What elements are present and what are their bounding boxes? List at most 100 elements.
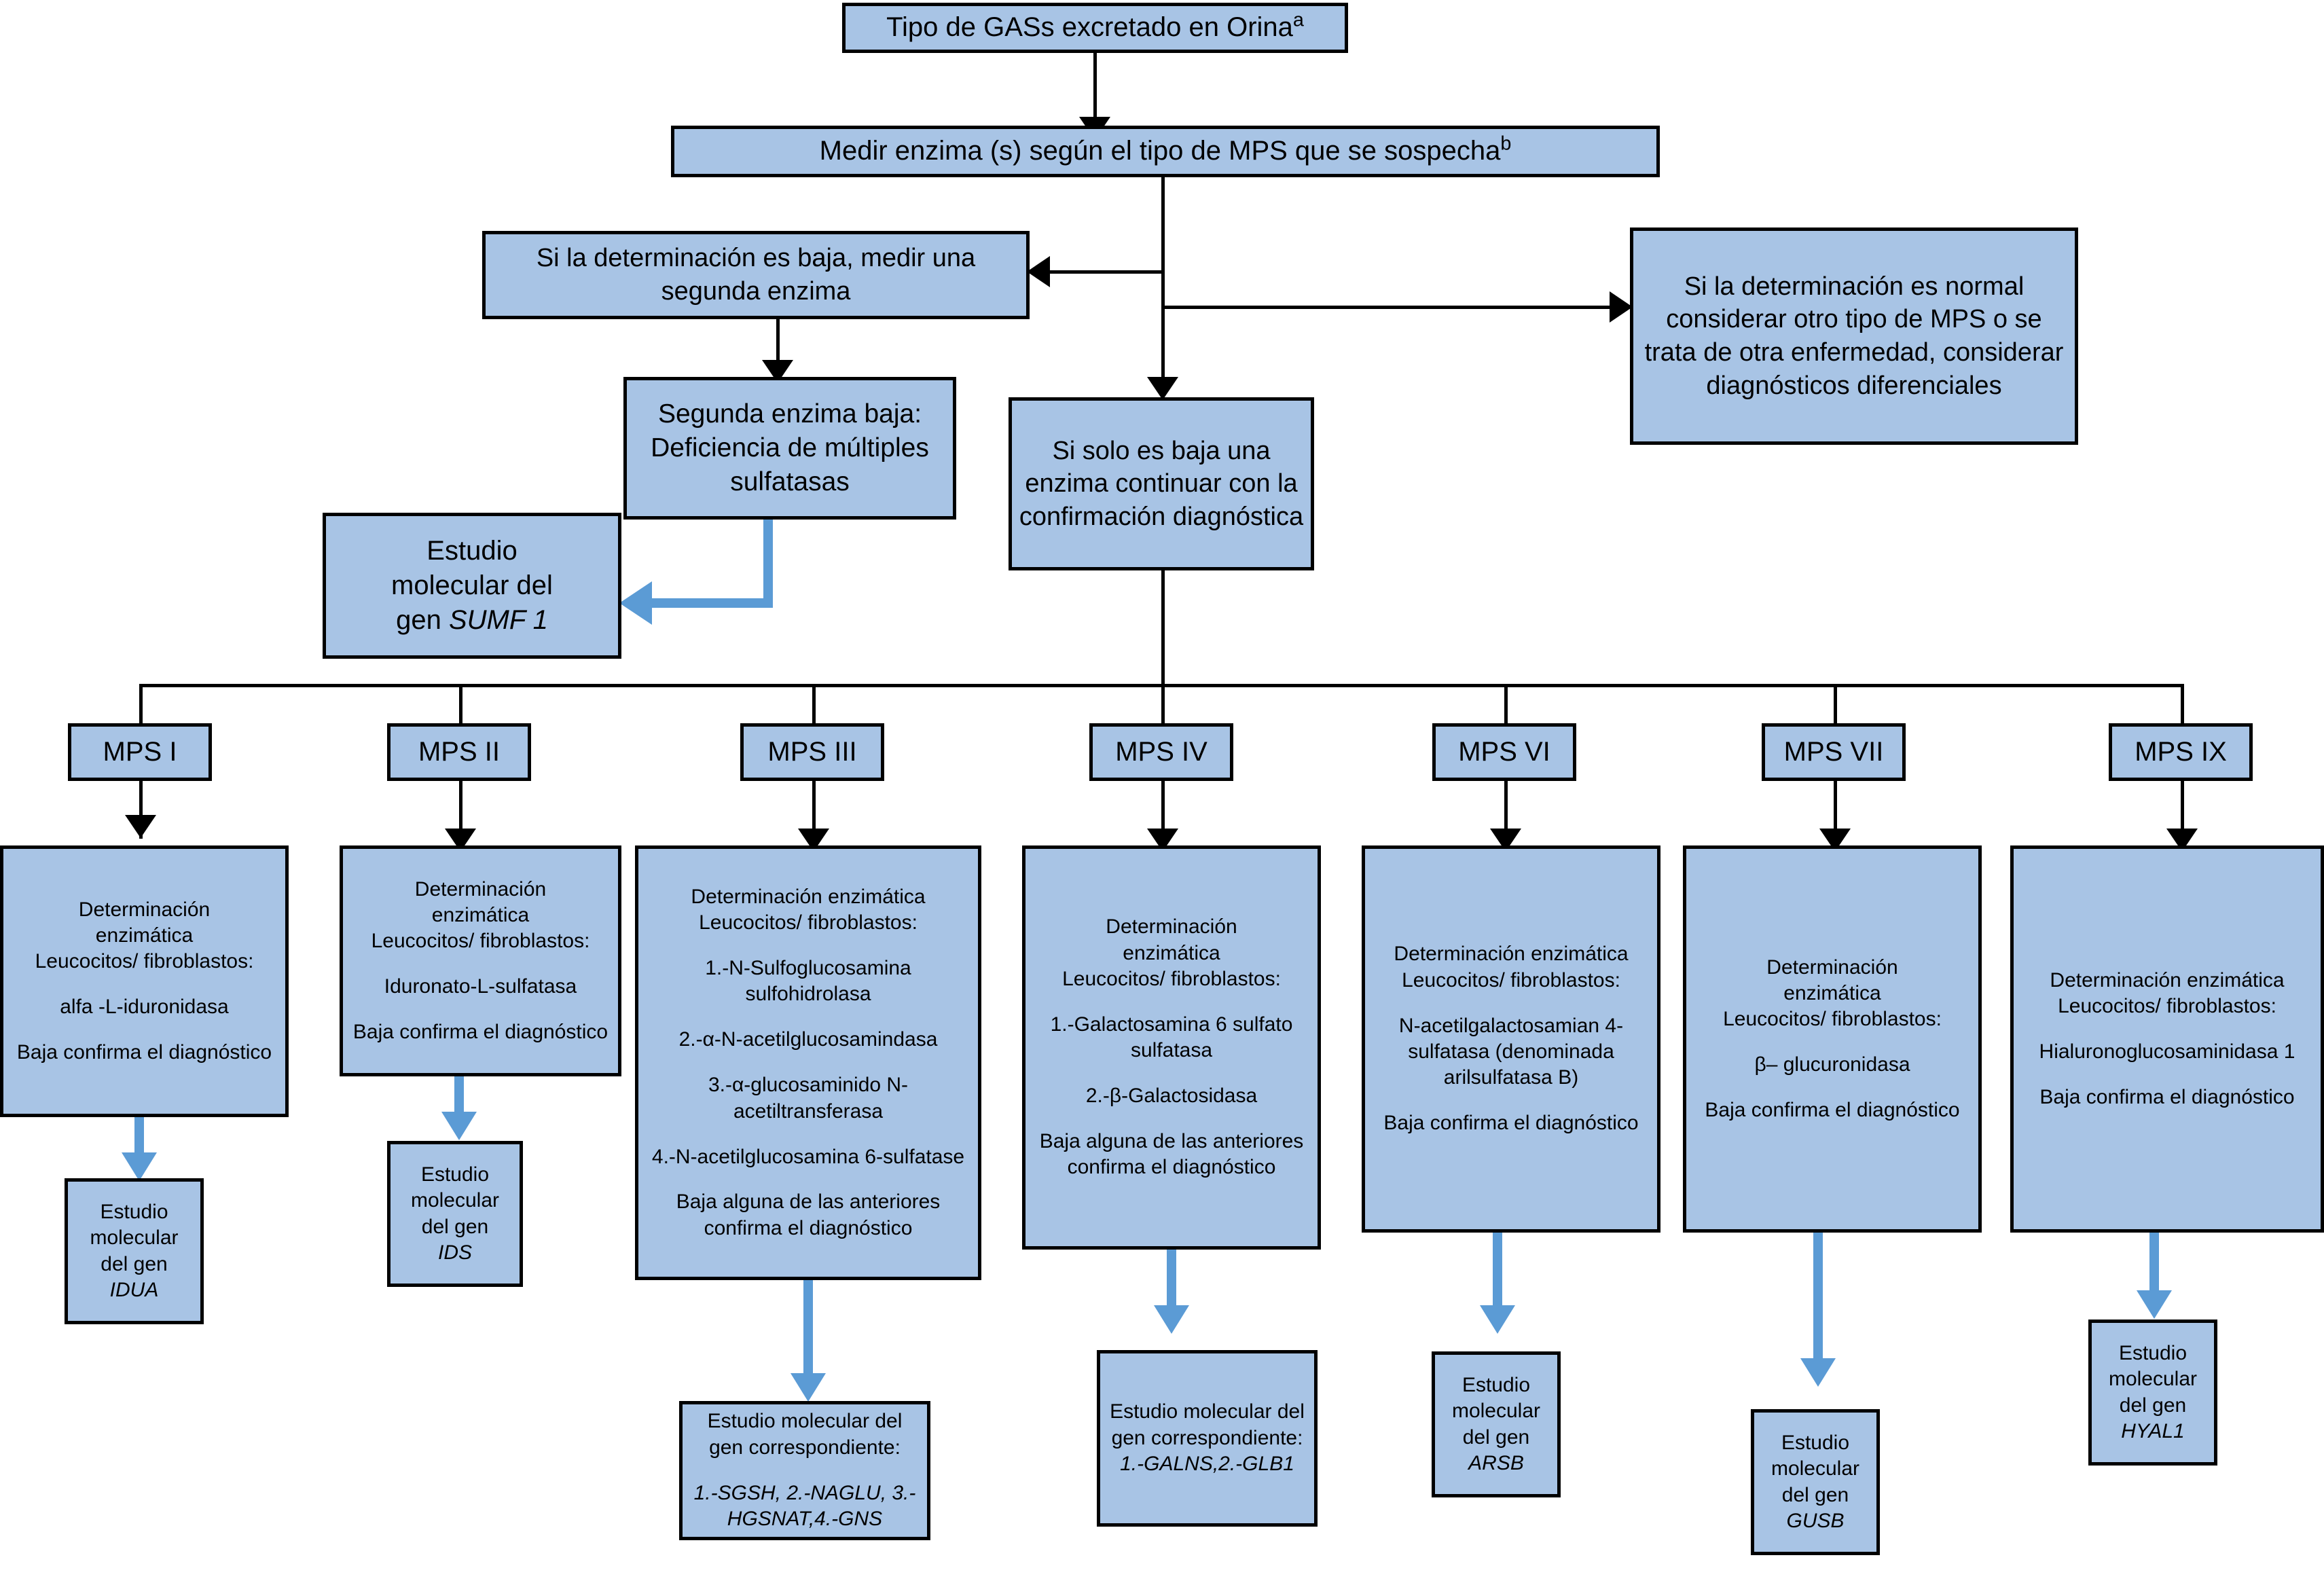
- node-mps-vii-enz-confirm: Baja confirma el diagnóstico: [1705, 1099, 1960, 1122]
- node-mps-iv-label: MPS IV: [1115, 736, 1208, 767]
- node-mps-i-gen: Estudio molecular del gen IDUA: [65, 1178, 204, 1324]
- node-tipo-gas: Tipo de GASs excretado en Orinaa: [842, 3, 1348, 53]
- node-mps-ii-enz-header1: Determinación: [414, 877, 547, 900]
- connector-bus-drop-7: [2181, 684, 2184, 725]
- connector-mpsix-to-gene: [2149, 1233, 2159, 1297]
- node-mps-iii-enzima: Determinación enzimática Leucocitos/ fib…: [635, 845, 981, 1280]
- arrowhead-mpsi-enz: [125, 815, 156, 838]
- arrowhead-to-baja: [1027, 256, 1050, 287]
- footnote-a: a: [1292, 10, 1304, 32]
- node-mps-vi-label: MPS VI: [1458, 736, 1550, 767]
- node-mps-ii-label: MPS II: [418, 736, 501, 767]
- node-mps-ii-enz-header2: enzimática: [431, 903, 530, 926]
- node-mps-ix-gen: Estudio molecular del gen HYAL1: [2088, 1320, 2217, 1466]
- connector-bus-drop-4: [1161, 684, 1165, 725]
- connector-medir-stem: [1161, 177, 1165, 293]
- connector-mpsvi-to-enz: [1504, 781, 1508, 852]
- arrowhead-mpsvi-gene: [1480, 1305, 1515, 1334]
- node-mps-iii-gen: Estudio molecular del gen correspondient…: [679, 1401, 930, 1540]
- connector-mpsiii-to-gene: [803, 1280, 813, 1379]
- node-mps-ix-gen-name: HYAL1: [2121, 1419, 2185, 1442]
- node-mps-ii-enzima: Determinación enzimática Leucocitos/ fib…: [340, 845, 621, 1076]
- node-mps-vii-enz-header1: Determinación: [1766, 956, 1898, 979]
- connector-mpsi-to-gene: [134, 1117, 144, 1158]
- node-mps-i-label: MPS I: [103, 736, 177, 767]
- arrowhead-mpsiii-gene: [791, 1373, 826, 1402]
- node-determinacion-normal: Si la determinación es normal considerar…: [1630, 228, 2078, 445]
- connector-bus-drop-5: [1504, 684, 1508, 725]
- node-medir-enzima: Medir enzima (s) según el tipo de MPS qu…: [671, 126, 1660, 177]
- node-estudio-sumf1: Estudio molecular del gen SUMF 1: [323, 513, 621, 659]
- connector-bus-drop-6: [1834, 684, 1837, 725]
- node-mps-iii-gen-label: Estudio molecular del gen correspondient…: [707, 1410, 903, 1459]
- node-mps-vi-enz-header2: Leucocitos/ fibroblastos:: [1402, 968, 1620, 991]
- node-mps-vi-gen-label: Estudio molecular del gen: [1451, 1373, 1541, 1449]
- node-mps-vi: MPS VI: [1432, 723, 1576, 781]
- connector-sumf-horizontal: [652, 598, 773, 608]
- connector-mpsvi-to-gene: [1493, 1233, 1502, 1311]
- node-mps-iii-enz-confirm: Baja alguna de las anteriores confirma e…: [676, 1190, 941, 1239]
- node-mps-iv-enz-header1: Determinación: [1106, 915, 1237, 939]
- node-mps-iii-enz-4: 4.-N-acetilglucosamina 6-sulfatase: [651, 1145, 965, 1168]
- node-mps-iii-gen-name: 1.-SGSH, 2.-NAGLU, 3.-HGSNAT,4.-GNS: [693, 1481, 916, 1531]
- node-mps-iii-enz-header2: Leucocitos/ fibroblastos:: [699, 911, 918, 934]
- connector-mpsiv-to-enz: [1161, 781, 1165, 852]
- node-mps-vii-enzima: Determinación enzimática Leucocitos/ fib…: [1683, 845, 1982, 1233]
- node-mps-i-enzima: Determinación enzimática Leucocitos/ fib…: [0, 845, 289, 1117]
- connector-mpsix-to-enz: [2181, 781, 2184, 852]
- node-mps-ix-enz-name: Hialuronoglucosaminidasa 1: [2039, 1040, 2295, 1063]
- connector-mpsvii-to-enz: [1834, 781, 1837, 852]
- node-mps-ii-gen-name: IDS: [437, 1241, 472, 1264]
- node-mps-iv-gen: Estudio molecular del gen correspondient…: [1097, 1350, 1318, 1527]
- node-estudio-sumf1-line1: Estudio: [426, 535, 518, 566]
- node-mps-i-enz-header1: Determinación: [78, 898, 211, 921]
- node-mps-iii-label: MPS III: [767, 736, 857, 767]
- node-estudio-sumf1-line3: gen: [396, 605, 449, 636]
- node-mps-i-enz-header3: Leucocitos/ fibroblastos:: [35, 950, 254, 973]
- node-mps-iii-enz-1: 1.-N-Sulfoglucosamina sulfohidrolasa: [705, 957, 911, 1006]
- connector-medir-down: [1161, 270, 1165, 393]
- node-mps-iii-enz-3: 3.-α-glucosaminido N-acetiltransferasa: [708, 1074, 909, 1123]
- node-mps-ii-gen-label: Estudio molecular del gen: [410, 1163, 500, 1238]
- node-mps-ix-enz-header1: Determinación enzimática: [2050, 968, 2285, 991]
- node-mps-i-gen-label: Estudio molecular del gen: [90, 1200, 179, 1275]
- node-mps-iv-enz-header2: enzimática: [1123, 941, 1220, 964]
- node-determinacion-baja: Si la determinación es baja, medir una s…: [482, 231, 1030, 319]
- node-mps-ii-enz-name: Iduronato-L-sulfatasa: [384, 975, 577, 998]
- node-mps-iv-enz-confirm: Baja alguna de las anteriores confirma e…: [1039, 1130, 1304, 1179]
- connector-mpsvii-to-gene: [1813, 1233, 1823, 1365]
- node-segunda-enzima-baja-label: Segunda enzima baja: Deficiencia de múlt…: [651, 399, 929, 496]
- node-mps-vi-enz-header1: Determinación enzimática: [1394, 943, 1629, 966]
- arrowhead-to-solo-baja: [1147, 377, 1178, 400]
- node-mps-ix-enz-confirm: Baja confirma el diagnóstico: [2039, 1085, 2295, 1108]
- node-mps-ix: MPS IX: [2109, 723, 2253, 781]
- node-mps-vi-enz-confirm: Baja confirma el diagnóstico: [1383, 1112, 1639, 1135]
- node-mps-iii-enz-header1: Determinación enzimática: [691, 885, 926, 908]
- node-mps-vii-gen: Estudio molecular del gen GUSB: [1751, 1409, 1880, 1555]
- node-mps-iv-enz-2: 2.-β-Galactosidasa: [1085, 1085, 1258, 1108]
- connector-mpsiii-to-enz: [812, 781, 816, 852]
- node-mps-i-enz-name: alfa -L-iduronidasa: [60, 996, 229, 1019]
- node-mps-vii-gen-name: GUSB: [1786, 1509, 1845, 1532]
- node-estudio-sumf1-gene: SUMF 1: [448, 605, 548, 636]
- node-mps-ix-enz-header2: Leucocitos/ fibroblastos:: [2058, 995, 2276, 1018]
- node-estudio-sumf1-line2: molecular del: [391, 570, 553, 600]
- node-tipo-gas-label: Tipo de GASs excretado en Orina: [886, 12, 1293, 43]
- footnote-b: b: [1500, 133, 1512, 156]
- connector-bus-drop-2: [459, 684, 462, 725]
- arrowhead-mpsiv-gene: [1154, 1305, 1189, 1334]
- node-mps-vii-label: MPS VII: [1783, 736, 1884, 767]
- arrowhead-to-sumf: [619, 581, 652, 625]
- arrowhead-to-normal: [1610, 291, 1633, 323]
- connector-solo-to-bus: [1161, 570, 1165, 687]
- connector-mpsi-to-enz: [139, 781, 143, 839]
- node-mps-ii: MPS II: [387, 723, 531, 781]
- node-mps-ix-enzima: Determinación enzimática Leucocitos/ fib…: [2010, 845, 2324, 1233]
- node-mps-iv: MPS IV: [1089, 723, 1233, 781]
- node-mps-i-enz-header2: enzimática: [95, 924, 194, 947]
- connector-mpsiv-to-gene: [1167, 1250, 1176, 1311]
- arrowhead-mpsi-gene: [122, 1152, 157, 1181]
- node-mps-iv-gen-label: Estudio molecular del gen correspondient…: [1110, 1400, 1305, 1449]
- arrowhead-mpsvii-gene: [1800, 1358, 1836, 1387]
